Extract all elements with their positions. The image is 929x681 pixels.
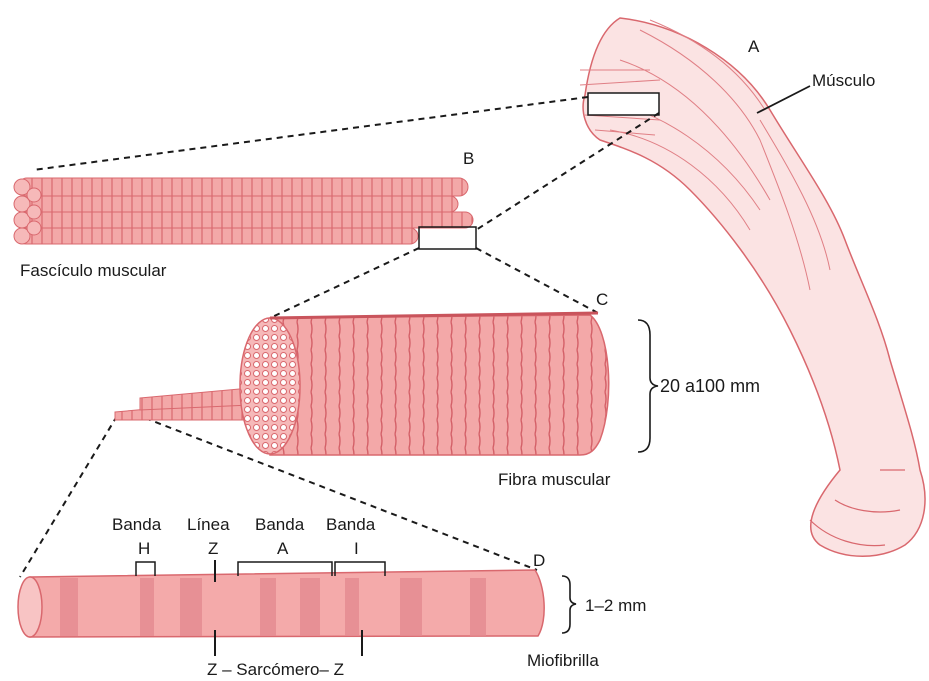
label-miofibrilla: Miofibrilla [527, 651, 599, 670]
label-linea-z-1: Línea [187, 515, 230, 534]
label-banda-i-2: I [354, 539, 359, 558]
label-musculo: Músculo [812, 71, 875, 90]
label-banda-h-2: H [138, 539, 150, 558]
arm-illustration [580, 18, 925, 556]
label-sarcomero: Z – Sarcómero– Z [207, 660, 344, 679]
label-linea-z-2: Z [208, 539, 218, 558]
label-b: B [463, 149, 474, 168]
label-fasciculo: Fascículo muscular [20, 261, 167, 280]
fascicle-zoom-box [419, 227, 476, 249]
label-myofibril-size: 1–2 mm [585, 596, 646, 615]
label-fibra: Fibra muscular [498, 470, 611, 489]
label-banda-a-2: A [277, 539, 289, 558]
label-banda-h-1: Banda [112, 515, 162, 534]
label-c: C [596, 290, 608, 309]
label-banda-i-1: Banda [326, 515, 376, 534]
label-d: D [533, 551, 545, 570]
label-a: A [748, 37, 760, 56]
label-fiber-size: 20 a100 mm [660, 376, 760, 396]
fascicle-bundle [14, 178, 476, 249]
muscle-fiber [115, 313, 658, 455]
arm-zoom-box [588, 93, 659, 115]
myofibril [18, 560, 576, 656]
label-banda-a-1: Banda [255, 515, 305, 534]
